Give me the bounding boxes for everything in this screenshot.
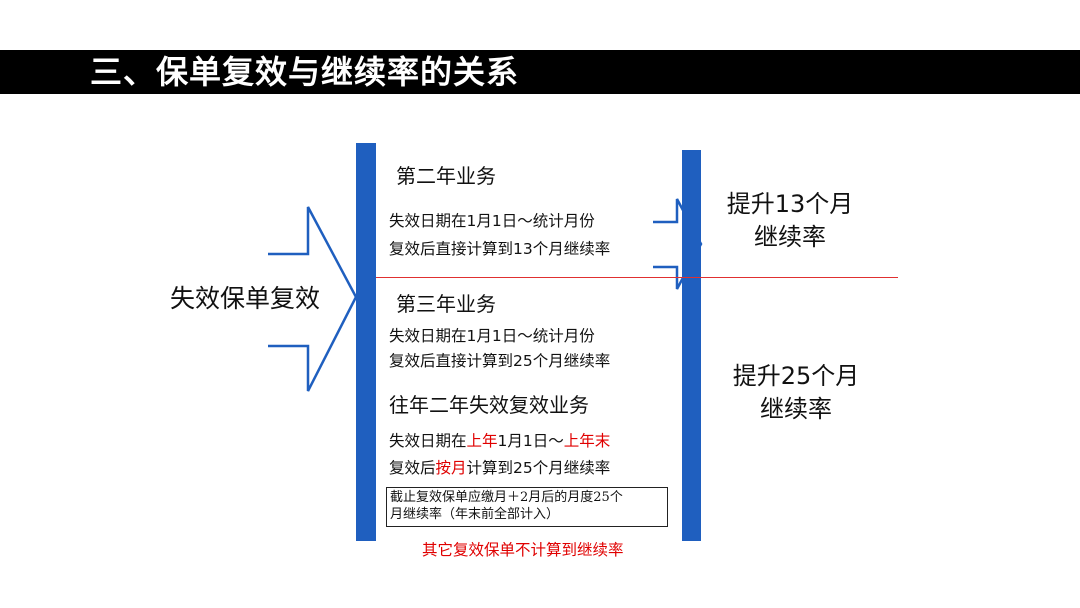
section3-heading: 第三年业务	[396, 292, 496, 316]
section3-line1: 失效日期在1月1日～统计月份	[389, 327, 595, 345]
result-25-month: 提升25个月 继续率	[718, 360, 874, 426]
page-title: 三、保单复效与继续率的关系	[90, 53, 520, 91]
prior-heading: 往年二年失效复效业务	[389, 393, 589, 417]
prior-line1-d: 上年末	[563, 432, 611, 450]
result25-line1: 提升25个月	[732, 362, 860, 390]
section2-line1: 失效日期在1月1日～统计月份	[389, 212, 595, 230]
prior-line2: 复效后按月计算到25个月继续率	[389, 456, 610, 478]
section-divider-line	[376, 277, 898, 278]
source-label: 失效保单复效	[170, 284, 321, 313]
prior-line2-b: 按月	[435, 459, 467, 477]
result13-line1: 提升13个月	[726, 190, 854, 218]
section3-line2: 复效后直接计算到25个月继续率	[389, 352, 611, 370]
note-box-line1: 截止复效保单应缴月＋2月后的月度25个	[390, 490, 623, 505]
right-arrow-shape	[653, 198, 703, 290]
result25-line2: 继续率	[760, 395, 832, 423]
prior-line1-a: 失效日期在	[389, 432, 467, 450]
section2-heading: 第二年业务	[396, 164, 496, 188]
section2-line2: 复效后直接计算到13个月继续率	[389, 240, 611, 258]
prior-line1-b: 上年	[466, 432, 498, 450]
prior-line2-c: 计算到25个月继续率	[466, 459, 611, 477]
note-box-line2: 月继续率（年末前全部计入）	[390, 507, 560, 522]
prior-line1-c: 1月1日～	[497, 432, 564, 450]
result-13-month: 提升13个月 继续率	[712, 188, 868, 254]
note-box: 截止复效保单应缴月＋2月后的月度25个 月继续率（年末前全部计入）	[386, 487, 668, 527]
other-note: 其它复效保单不计算到继续率	[422, 541, 624, 559]
prior-line1: 失效日期在上年1月1日～上年末	[389, 429, 610, 451]
right-divider-bar	[682, 150, 701, 541]
result13-line2: 继续率	[754, 223, 826, 251]
prior-line2-a: 复效后	[389, 459, 436, 477]
title-bar: 三、保单复效与继续率的关系	[0, 50, 1080, 94]
left-divider-bar	[356, 143, 376, 541]
